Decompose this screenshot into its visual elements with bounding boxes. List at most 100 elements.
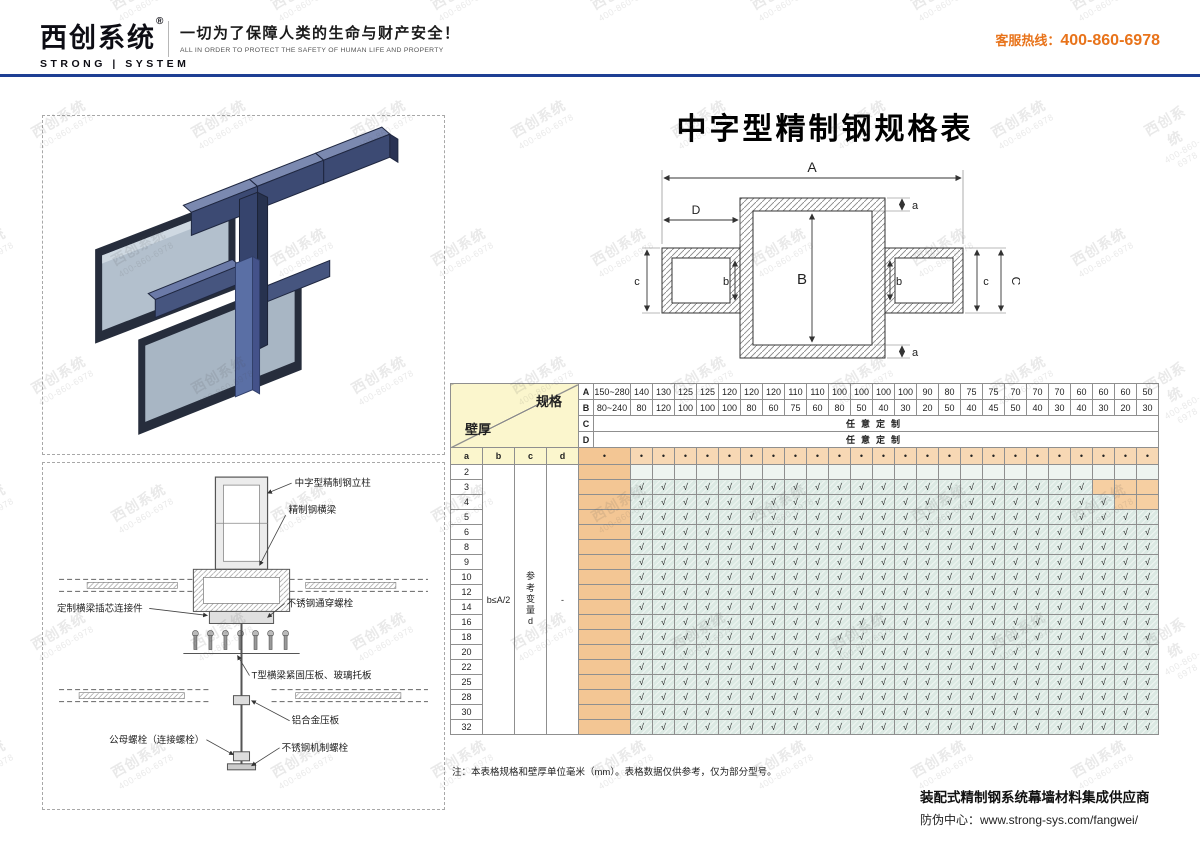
check-cell: √ <box>1070 494 1093 510</box>
check-cell: √ <box>740 704 763 720</box>
check-cell: √ <box>872 689 895 705</box>
na-cell <box>1092 479 1115 495</box>
thickness-value: 22 <box>450 659 483 675</box>
check-cell: √ <box>1114 629 1137 645</box>
check-cell: √ <box>1004 719 1027 735</box>
check-cell: √ <box>1114 704 1137 720</box>
check-cell: √ <box>784 569 807 585</box>
check-cell: √ <box>916 584 939 600</box>
check-cell: √ <box>1004 539 1027 555</box>
custom-range-cell <box>578 704 631 720</box>
check-cell: √ <box>1026 539 1049 555</box>
dot-cell: • <box>1004 447 1027 465</box>
check-cell: √ <box>960 629 983 645</box>
check-cell: √ <box>938 719 961 735</box>
check-cell: √ <box>784 719 807 735</box>
check-cell: √ <box>872 674 895 690</box>
check-cell: √ <box>740 719 763 735</box>
spec-B-value: 30 <box>1092 399 1115 416</box>
check-cell: √ <box>762 524 785 540</box>
check-cell: √ <box>872 524 895 540</box>
check-cell: √ <box>850 584 873 600</box>
check-cell: √ <box>850 719 873 735</box>
check-cell: √ <box>1026 644 1049 660</box>
check-cell: √ <box>960 584 983 600</box>
empty-cell <box>696 464 719 480</box>
check-cell: √ <box>696 569 719 585</box>
hotline-label: 客服热线： <box>995 33 1061 48</box>
check-cell: √ <box>696 614 719 630</box>
na-cell <box>1114 494 1137 510</box>
check-cell: √ <box>696 659 719 675</box>
check-cell: √ <box>1136 569 1159 585</box>
check-cell: √ <box>1026 674 1049 690</box>
label-male-female-bolt: 公母螺栓（连接螺栓） <box>109 734 204 746</box>
check-cell: √ <box>762 644 785 660</box>
spec-A-value: 110 <box>784 383 807 400</box>
check-cell: √ <box>828 584 851 600</box>
check-cell: √ <box>1092 614 1115 630</box>
spec-A-value: 70 <box>1048 383 1071 400</box>
check-cell: √ <box>1026 479 1049 495</box>
dim-label-a-bottom: a <box>912 347 919 359</box>
check-cell: √ <box>938 704 961 720</box>
check-cell: √ <box>828 599 851 615</box>
dot-cell: • <box>784 447 807 465</box>
check-cell: √ <box>850 674 873 690</box>
check-cell: √ <box>1026 554 1049 570</box>
check-cell: √ <box>1048 614 1071 630</box>
check-cell: √ <box>938 479 961 495</box>
check-cell: √ <box>806 599 829 615</box>
check-cell: √ <box>1114 719 1137 735</box>
check-cell: √ <box>674 704 697 720</box>
tagline-cn: 一切为了保障人类的生命与财产安全！ <box>180 25 461 42</box>
check-cell: √ <box>630 674 653 690</box>
empty-cell <box>674 464 697 480</box>
check-cell: √ <box>960 599 983 615</box>
check-cell: √ <box>718 644 741 660</box>
label-connector: 定制横梁插芯连接件 <box>57 602 143 614</box>
check-cell: √ <box>696 704 719 720</box>
check-cell: √ <box>938 629 961 645</box>
check-cell: √ <box>1026 614 1049 630</box>
check-cell: √ <box>762 719 785 735</box>
check-cell: √ <box>850 659 873 675</box>
bolt-row <box>192 630 289 650</box>
footer-anticounterfeit-line: 防伪中心：www.strong-sys.com/fangwei/ <box>920 813 1139 827</box>
empty-cell <box>1092 464 1115 480</box>
check-cell: √ <box>1136 554 1159 570</box>
check-cell: √ <box>784 584 807 600</box>
check-cell: √ <box>718 509 741 525</box>
thickness-value: 18 <box>450 629 483 645</box>
check-cell: √ <box>718 479 741 495</box>
check-cell: √ <box>1004 494 1027 510</box>
glass-strip-left <box>86 582 178 589</box>
check-cell: √ <box>1026 629 1049 645</box>
check-cell: √ <box>872 509 895 525</box>
check-cell: √ <box>828 704 851 720</box>
spec-B-value: 40 <box>1070 399 1093 416</box>
thickness-value: 25 <box>450 674 483 690</box>
check-cell: √ <box>872 569 895 585</box>
check-cell: √ <box>1092 494 1115 510</box>
table-row: 14√√√√√√√√√√√√√√√√√√√√√√√√ <box>450 599 1159 615</box>
custom-range-cell <box>578 539 631 555</box>
check-cell: √ <box>674 494 697 510</box>
check-cell: √ <box>674 614 697 630</box>
footer-supplier-line: 装配式精制钢系统幕墙材料集成供应商 <box>920 790 1150 805</box>
check-cell: √ <box>850 689 873 705</box>
check-cell: √ <box>1136 584 1159 600</box>
check-cell: √ <box>894 599 917 615</box>
check-cell: √ <box>652 539 675 555</box>
check-cell: √ <box>1114 614 1137 630</box>
check-cell: √ <box>1004 659 1027 675</box>
check-cell: √ <box>652 569 675 585</box>
check-cell: √ <box>960 704 983 720</box>
spec-A-value: 120 <box>740 383 763 400</box>
check-cell: √ <box>960 614 983 630</box>
custom-range-cell <box>578 584 631 600</box>
